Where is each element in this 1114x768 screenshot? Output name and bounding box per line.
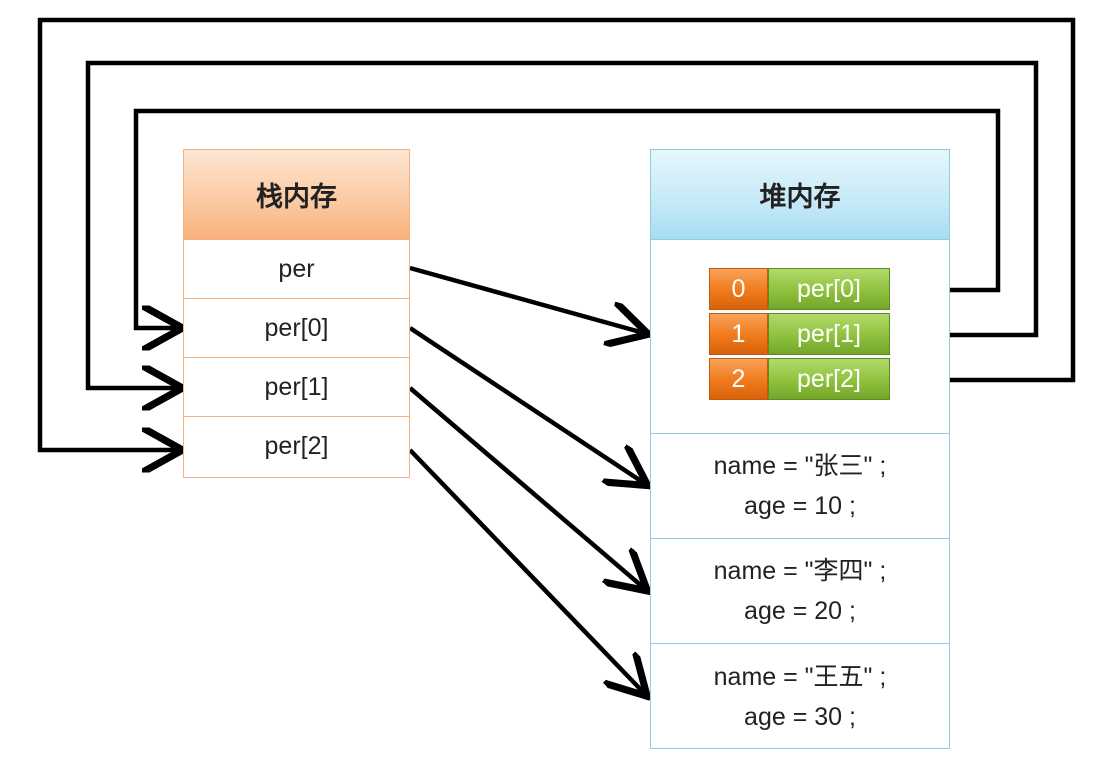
arrow-per-to-array: [409, 265, 644, 333]
return-line-per0: [133, 108, 1001, 328]
stack-cell-per0: per[0]: [184, 299, 409, 358]
array-slot-0: 0 per[0]: [709, 268, 890, 310]
object-name-line: name = "李四" ;: [713, 557, 887, 585]
array-ref-cell: per[1]: [768, 313, 890, 355]
stack-memory-title: 栈内存: [184, 150, 409, 240]
stack-cell-per: per: [184, 240, 409, 299]
array-slot-1: 1 per[1]: [709, 313, 890, 355]
array-index-cell: 0: [709, 268, 768, 310]
arrow-per1-to-object2: [408, 386, 644, 588]
heap-memory-panel: 堆内存 0 per[0] 1 per[1] 2 per[2] name = "张…: [650, 149, 950, 749]
stack-cell-per1: per[1]: [184, 358, 409, 417]
arrow-per0-to-object1: [408, 326, 644, 483]
array-index-cell: 1: [709, 313, 768, 355]
object-age-line: age = 30 ;: [744, 702, 856, 731]
array-slot-2: 2 per[2]: [709, 358, 890, 400]
return-line-per1: [85, 60, 1039, 388]
object-age-line: age = 10 ;: [744, 492, 856, 520]
object-age-line: age = 20 ;: [744, 597, 856, 625]
array-index-cell: 2: [709, 358, 768, 400]
return-line-per2: [37, 17, 1076, 450]
array-ref-cell: per[2]: [768, 358, 890, 400]
object-name-line: name = "张三" ;: [713, 452, 887, 480]
heap-object-2: name = "李四" ; age = 20 ;: [651, 539, 949, 644]
object-name-line: name = "王五" ;: [713, 662, 887, 691]
heap-object-1: name = "张三" ; age = 10 ;: [651, 434, 949, 539]
arrow-per2-to-object3: [408, 448, 644, 693]
stack-memory-panel: 栈内存 per per[0] per[1] per[2]: [183, 149, 410, 478]
heap-array: 0 per[0] 1 per[1] 2 per[2]: [651, 240, 949, 434]
stack-cell-per2: per[2]: [264, 432, 329, 460]
array-ref-cell: per[0]: [768, 268, 890, 310]
heap-object-3: name = "王五" ; age = 30 ;: [651, 644, 949, 749]
heap-memory-title: 堆内存: [651, 150, 949, 240]
